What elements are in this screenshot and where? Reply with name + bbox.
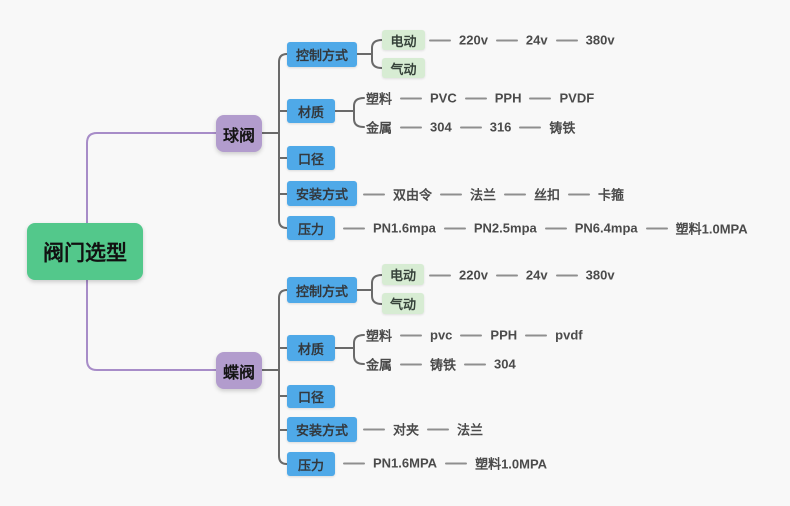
butterfly-diameter-node[interactable]: 口径 bbox=[287, 385, 335, 408]
wire-segment bbox=[460, 334, 483, 336]
butterfly-valve-node[interactable]: 蝶阀 bbox=[216, 352, 262, 389]
wire-segment bbox=[459, 126, 482, 128]
leaf-topic-316[interactable]: 316 bbox=[489, 119, 512, 135]
butterfly-pressure-node[interactable]: 压力 bbox=[287, 452, 335, 476]
wire-segment bbox=[555, 274, 578, 276]
wire-segment bbox=[568, 193, 591, 195]
leaf-topic-plastic[interactable]: 塑料 bbox=[366, 328, 393, 344]
ball-pressure-node[interactable]: 压力 bbox=[287, 216, 335, 240]
wire-segment bbox=[400, 126, 423, 128]
leaf-topic-plastic10[interactable]: 塑料1.0MPA bbox=[675, 221, 748, 237]
leaf-topic-24v[interactable]: 24v bbox=[525, 32, 548, 48]
wire-segment bbox=[529, 97, 552, 99]
ball-electric-node[interactable]: 电动 bbox=[382, 30, 425, 50]
leaf-topic-pn25[interactable]: PN2.5mpa bbox=[473, 220, 537, 236]
wire-segment bbox=[519, 126, 542, 128]
leaf-topic-pvdf[interactable]: pvdf bbox=[555, 327, 583, 343]
butterfly-material-node[interactable]: 材质 bbox=[287, 335, 335, 361]
wire-segment bbox=[343, 227, 365, 229]
ball-install-mode-node[interactable]: 安装方式 bbox=[287, 181, 357, 206]
butterfly-plastic-row: 塑料 pvc PPH pvdf bbox=[366, 326, 583, 345]
butterfly-voltage-row: 220v 24v 380v bbox=[429, 268, 615, 283]
wire-segment bbox=[495, 274, 518, 276]
butterfly-install-mode-node[interactable]: 安装方式 bbox=[287, 417, 357, 442]
butterfly-pressure-row: PN1.6MPA 塑料1.0MPA bbox=[343, 454, 547, 473]
wire-segment bbox=[525, 334, 548, 336]
wire-segment bbox=[429, 39, 451, 41]
wire-segment bbox=[343, 462, 365, 464]
leaf-topic-thread[interactable]: 丝扣 bbox=[534, 187, 561, 203]
butterfly-control-mode-node[interactable]: 控制方式 bbox=[287, 277, 357, 303]
wire-segment bbox=[363, 193, 385, 195]
leaf-topic-pvdf[interactable]: PVDF bbox=[559, 90, 595, 106]
wire-segment bbox=[464, 97, 487, 99]
ball-diameter-node[interactable]: 口径 bbox=[287, 146, 335, 170]
wire-segment bbox=[495, 39, 518, 41]
ball-material-node[interactable]: 材质 bbox=[287, 99, 335, 123]
ball-valve-node[interactable]: 球阀 bbox=[216, 115, 262, 152]
wire-segment bbox=[504, 193, 527, 195]
wire-segment bbox=[445, 462, 468, 464]
leaf-topic-metal[interactable]: 金属 bbox=[366, 120, 393, 136]
leaf-topic-pph[interactable]: PPH bbox=[490, 327, 518, 343]
wire-segment bbox=[555, 39, 578, 41]
ball-control-mode-node[interactable]: 控制方式 bbox=[287, 42, 357, 67]
wire-segment bbox=[464, 363, 487, 365]
leaf-topic-24v[interactable]: 24v bbox=[525, 267, 548, 283]
leaf-topic-pph[interactable]: PPH bbox=[494, 90, 522, 106]
butterfly-install-row: 对夹 法兰 bbox=[363, 420, 483, 439]
leaf-topic-pn16[interactable]: PN1.6mpa bbox=[373, 220, 436, 236]
wire-segment bbox=[400, 334, 423, 336]
ball-plastic-row: 塑料 PVC PPH PVDF bbox=[366, 89, 594, 108]
root-node-valve-selection[interactable]: 阀门选型 bbox=[27, 223, 143, 280]
leaf-topic-cast-iron[interactable]: 铸铁 bbox=[430, 357, 457, 373]
wire-segment bbox=[400, 97, 423, 99]
leaf-topic-plastic[interactable]: 塑料 bbox=[366, 91, 393, 107]
leaf-topic-cast-iron[interactable]: 铸铁 bbox=[549, 120, 576, 136]
ball-voltage-row: 220v 24v 380v bbox=[429, 33, 615, 48]
leaf-topic-plastic10[interactable]: 塑料1.0MPA bbox=[475, 456, 548, 472]
ball-metal-row: 金属 304 316 铸铁 bbox=[366, 118, 575, 137]
wire-segment bbox=[427, 428, 450, 430]
leaf-topic-380v[interactable]: 380v bbox=[585, 32, 615, 48]
wire-segment bbox=[443, 227, 466, 229]
ball-pneumatic-node[interactable]: 气动 bbox=[382, 58, 425, 78]
wire-segment bbox=[544, 227, 567, 229]
leaf-topic-flange[interactable]: 法兰 bbox=[470, 187, 497, 203]
wire-segment bbox=[400, 363, 423, 365]
leaf-topic-union[interactable]: 双由令 bbox=[393, 187, 433, 203]
leaf-topic-clamp[interactable]: 卡箍 bbox=[598, 187, 625, 203]
wire-segment bbox=[440, 193, 463, 195]
leaf-topic-304[interactable]: 304 bbox=[494, 356, 516, 372]
butterfly-electric-node[interactable]: 电动 bbox=[382, 264, 424, 285]
leaf-topic-220v[interactable]: 220v bbox=[459, 267, 488, 283]
leaf-topic-pn16[interactable]: PN1.6MPA bbox=[373, 455, 438, 471]
leaf-topic-380v[interactable]: 380v bbox=[585, 267, 615, 283]
butterfly-metal-row: 金属 铸铁 304 bbox=[366, 355, 516, 374]
leaf-topic-220v[interactable]: 220v bbox=[459, 32, 488, 48]
leaf-topic-304[interactable]: 304 bbox=[430, 119, 452, 135]
leaf-topic-flange[interactable]: 法兰 bbox=[457, 422, 484, 438]
wire-segment bbox=[363, 428, 385, 430]
leaf-topic-pvc[interactable]: pvc bbox=[430, 327, 453, 343]
wire-segment bbox=[645, 227, 668, 229]
butterfly-pneumatic-node[interactable]: 气动 bbox=[382, 293, 424, 314]
ball-install-row: 双由令 法兰 丝扣 卡箍 bbox=[363, 185, 624, 204]
wire-segment bbox=[429, 274, 451, 276]
leaf-topic-wafer[interactable]: 对夹 bbox=[393, 422, 420, 438]
ball-pressure-row: PN1.6mpa PN2.5mpa PN6.4mpa 塑料1.0MPA bbox=[343, 219, 748, 238]
leaf-topic-pn64[interactable]: PN6.4mpa bbox=[574, 220, 638, 236]
leaf-topic-pvc[interactable]: PVC bbox=[430, 90, 457, 106]
leaf-topic-metal[interactable]: 金属 bbox=[366, 357, 393, 373]
